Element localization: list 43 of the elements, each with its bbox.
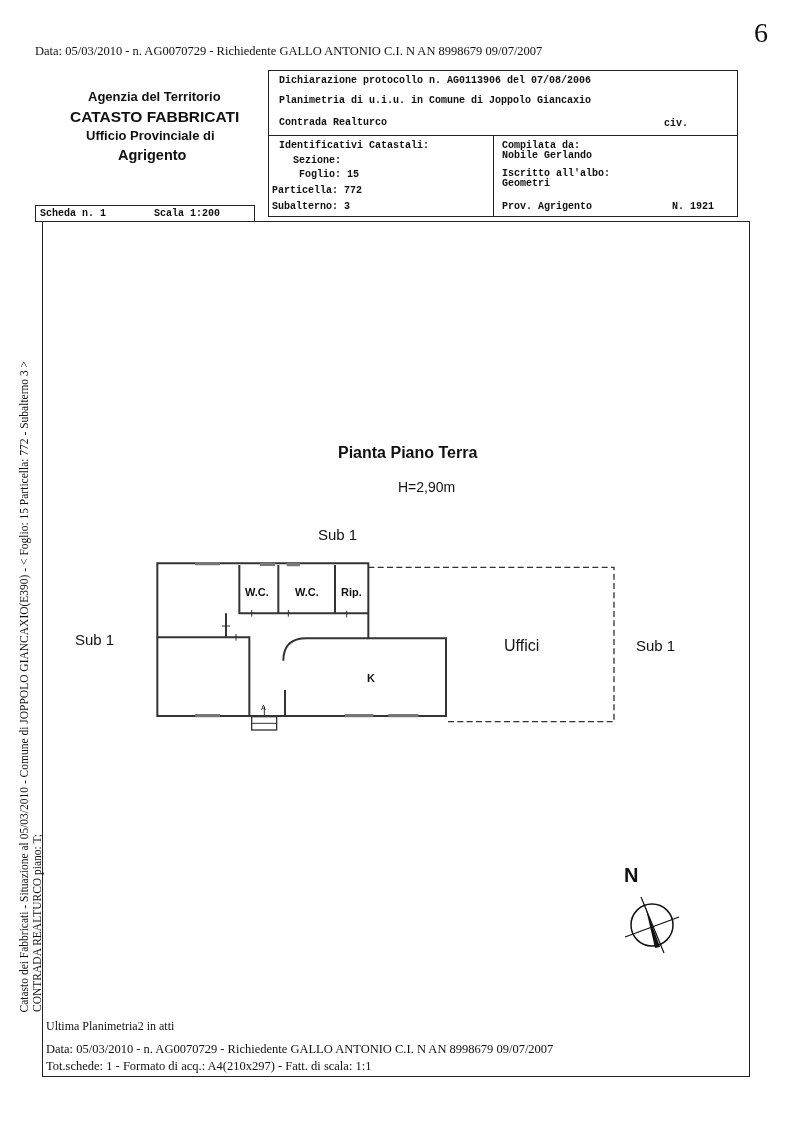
side-note: CONTRADA REALTURCO piano: T; [31,834,44,1012]
height-note: H=2,90m [398,480,456,496]
form-text: Prov. Agrigento [502,201,592,212]
form-text: civ. [664,118,688,129]
room-label: Rip. [341,586,362,599]
room-label: Uffici [504,637,540,655]
form-text: Scheda n. 1 [40,208,106,219]
room-label: K [367,672,375,685]
form-text: N. 1921 [672,201,714,212]
form-text: Planimetria di u.i.u. in Comune di Joppolo Giancaxio [279,95,592,106]
agency-name: Ufficio Provinciale di [86,129,215,144]
form-text: Particella: 772 [272,185,362,196]
form-text: Identificativi Catastali: [279,140,430,151]
form-field-box [493,135,738,217]
form-text: Foglio: 15 [299,169,359,180]
form-text: Sezione: [293,155,341,166]
form-text: Scala 1:200 [154,208,220,219]
form-text: Compilata da: [502,140,580,151]
form-text: Subalterno: 3 [272,201,350,212]
room-label: W.C. [295,586,319,599]
plan-title: Pianta Piano Terra [338,444,478,462]
adjacent-unit-label: Sub 1 [75,632,115,649]
north-label: N [624,864,639,886]
agency-name: Agrigento [118,148,187,164]
form-field-box [268,70,738,136]
form-text: Nobile Gerlando [502,150,592,161]
agency-name: CATASTO FABBRICATI [70,108,240,126]
form-text: Dichiarazione protocollo n. AG0113906 del 07/08/2006 [279,75,592,86]
side-note: Catasto dei Fabbricati - Situazione al 05/03/2010 - Comune di JOPPOLO GIANCAXIO(E390) - < Foglio: 15 Particella: 772 - Subalterno 3 > [18,360,31,1012]
form-text: Iscritto all'albo: [502,168,611,179]
adjacent-unit-label: Sub 1 [318,527,358,544]
form-field-box [35,205,255,222]
room-label: W.C. [245,586,269,599]
adjacent-unit-label: Sub 1 [636,638,676,655]
page-number: 6 [754,18,768,49]
header-text: Data: 05/03/2010 - n. AG0070729 - Richiedente GALLO ANTONIO C.I. N AN 8998679 09/07/2007 [35,45,543,59]
form-text: Contrada Realturco [279,117,388,128]
form-text: Geometri [502,178,550,189]
footer-note: Ultima Planimetria2 in atti [46,1020,175,1034]
footer-text: Data: 05/03/2010 - n. AG0070729 - Richiedente GALLO ANTONIO C.I. N AN 8998679 09/07/2007 [46,1043,554,1057]
agency-name: Agenzia del Territorio [88,90,221,105]
form-field-box [268,135,494,217]
footer-text: Tot.schede: 1 - Formato di acq.: A4(210x297) - Fatt. di scala: 1:1 [46,1060,372,1074]
